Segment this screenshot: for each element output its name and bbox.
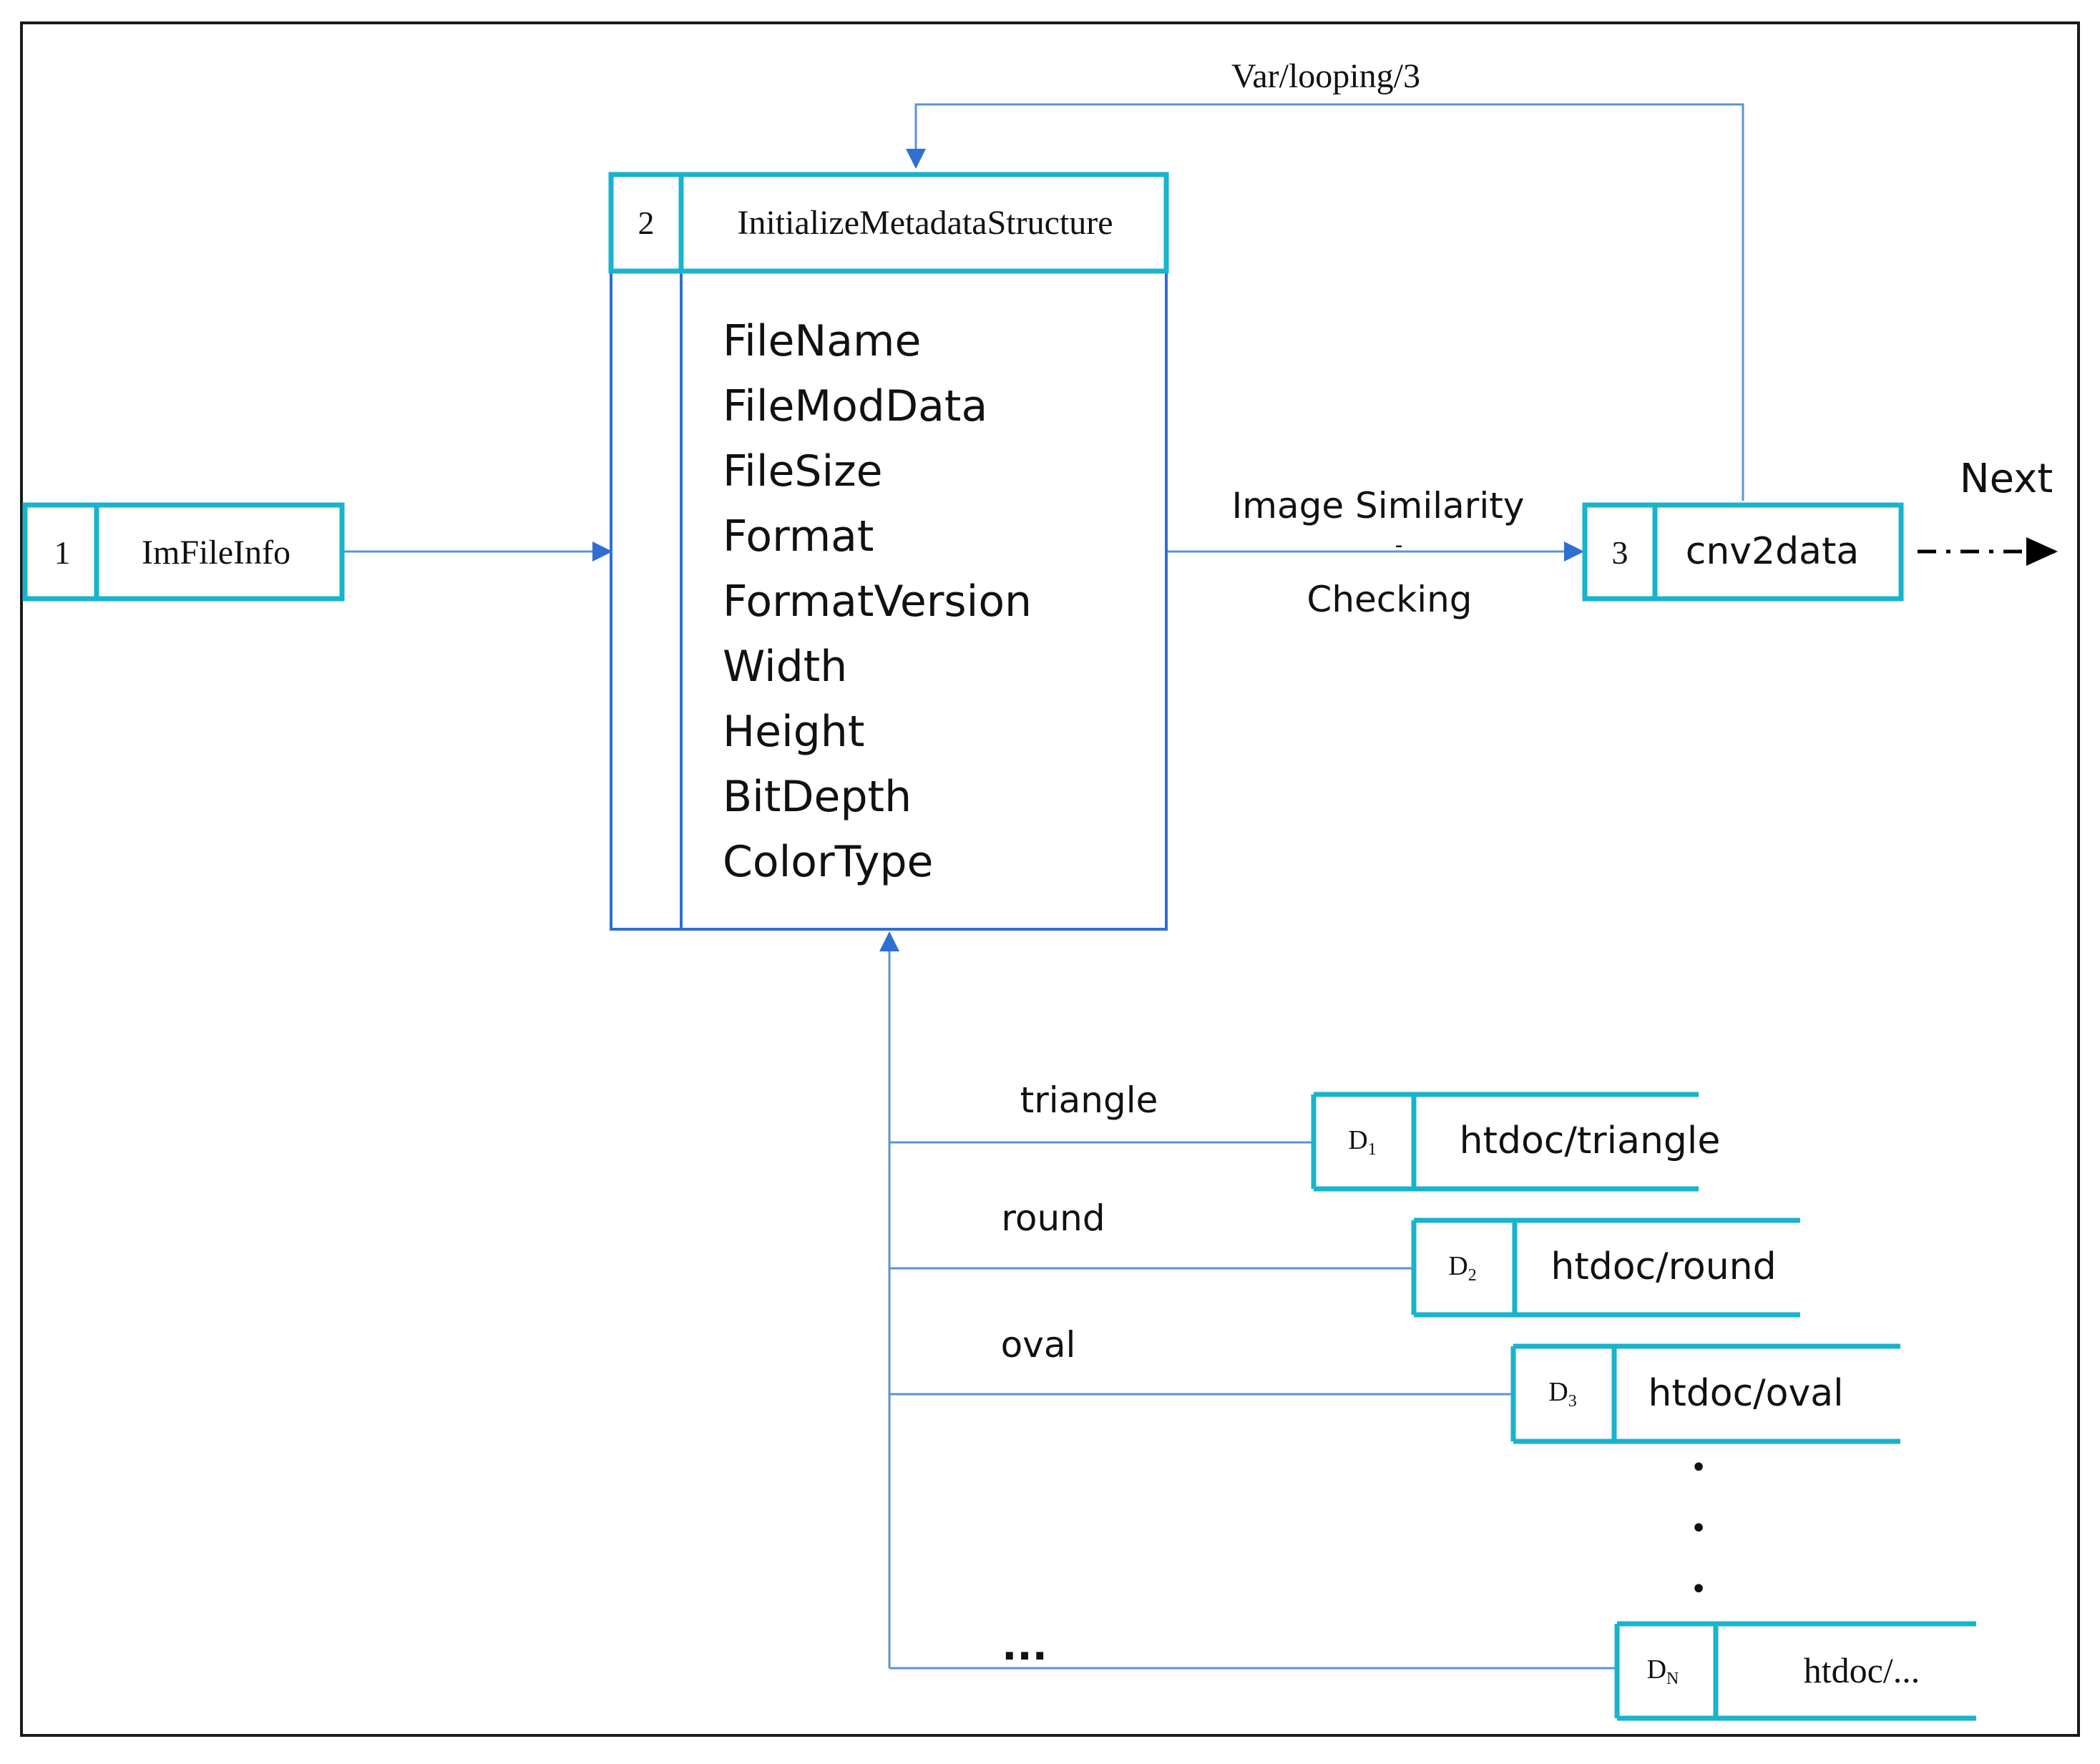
process-label: InitializeMetadataStructure	[737, 204, 1113, 242]
metadata-field: Format	[723, 511, 874, 562]
metadata-field: FileSize	[723, 446, 883, 496]
datastore-id: D2	[1448, 1251, 1476, 1285]
metadata-field: Width	[723, 642, 847, 692]
metadata-field: FileName	[723, 316, 921, 366]
datastore-d1	[1311, 1092, 1699, 1192]
datastore-d3	[1510, 1343, 1900, 1444]
metadata-field: BitDepth	[723, 772, 912, 822]
metadata-field-list: FileName FileModData FileSize Format For…	[723, 316, 1032, 887]
vertical-ellipsis: • • •	[1690, 1451, 1707, 1606]
metadata-field: FileModData	[723, 381, 987, 431]
connectors	[342, 103, 1744, 1670]
edge-loop-back	[906, 103, 1744, 501]
process-imfileinfo: 1 ImFileInfo	[22, 502, 345, 602]
datastore-path: htdoc/round	[1550, 1245, 1776, 1288]
metadata-field: ColorType	[723, 837, 933, 887]
ellipsis-dot: •	[1690, 1573, 1707, 1606]
metadata-field: FormatVersion	[723, 577, 1032, 627]
datastore-id: D3	[1548, 1377, 1576, 1411]
datastore-d2	[1411, 1217, 1800, 1318]
similarity-label-bottom: Checking	[1307, 579, 1472, 620]
process-number: 2	[638, 205, 655, 241]
branch-label-more: ...	[1002, 1623, 1047, 1670]
branch-label-triangle: triangle	[1020, 1079, 1158, 1121]
ellipsis-dot: •	[1690, 1512, 1707, 1545]
datastore-path: htdoc/oval	[1648, 1372, 1843, 1415]
branch-label-oval: oval	[1001, 1324, 1076, 1366]
branch-label-round: round	[1001, 1197, 1105, 1239]
next-label: Next	[1960, 456, 2053, 502]
ellipsis-dot: •	[1690, 1451, 1707, 1484]
outer-frame	[20, 21, 2080, 1737]
datastore-path: htdoc/...	[1804, 1650, 1920, 1690]
loop-label: Var/looping/3	[1231, 57, 1420, 95]
datastore-path: htdoc/triangle	[1460, 1119, 1721, 1162]
process-initialize-metadata: 2 InitializeMetadataStructure FileName F…	[608, 172, 1169, 931]
metadata-field: Height	[723, 707, 864, 757]
process-cnv2data: 3 cnv2data	[1582, 502, 1904, 602]
datastore-dn	[1614, 1621, 1976, 1721]
similarity-label-sep: -	[1395, 533, 1403, 558]
process-label: ImFileInfo	[142, 534, 290, 572]
process-number: 3	[1612, 534, 1628, 571]
similarity-label-top: Image Similarity	[1232, 485, 1525, 526]
datastore-id: DN	[1647, 1655, 1679, 1688]
process-label: cnv2data	[1686, 530, 1860, 573]
datastore-id: D1	[1348, 1125, 1376, 1159]
process-number: 1	[54, 534, 71, 571]
